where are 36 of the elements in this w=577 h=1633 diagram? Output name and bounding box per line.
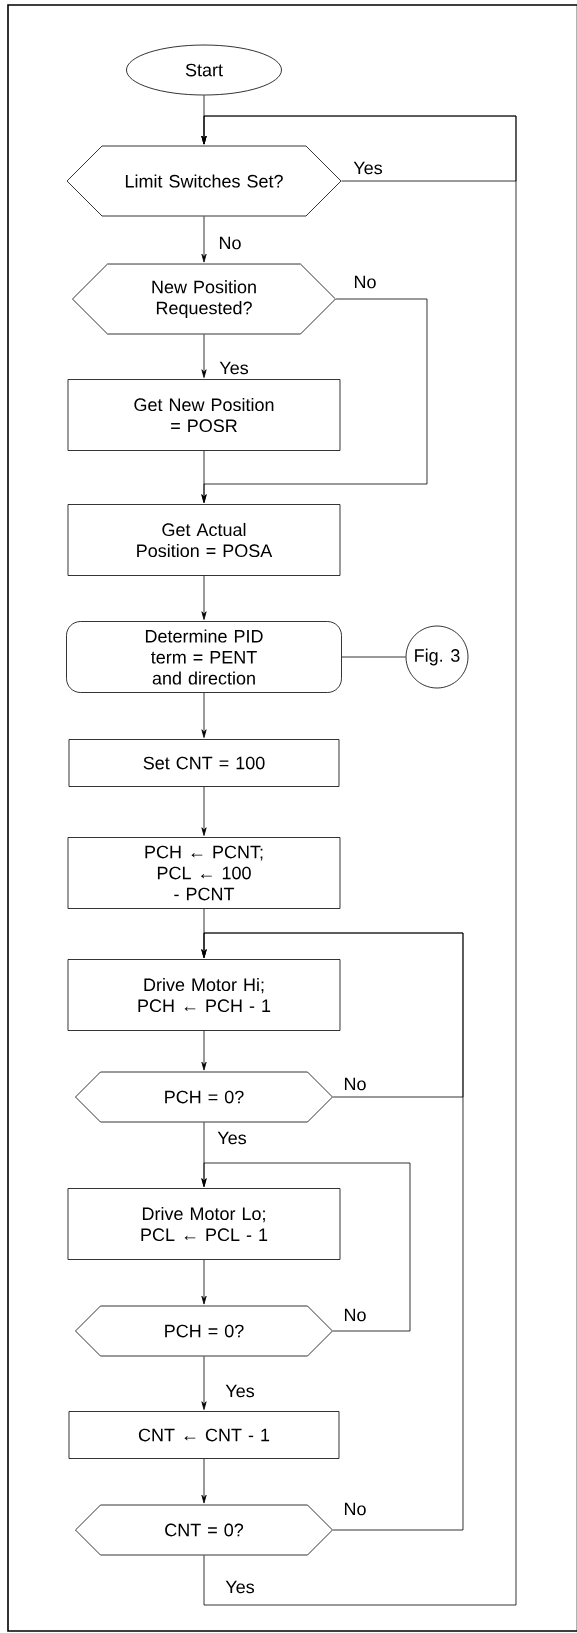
edge-label: No (219, 236, 241, 250)
edge-label: No (354, 275, 376, 289)
edge-label: No (344, 1077, 366, 1091)
edge-label: No (344, 1308, 366, 1322)
edge-label: Yes (353, 161, 383, 175)
rounded-process-box: Determine PID term = PENT and direction (66, 621, 342, 693)
arrow (201, 1162, 411, 1332)
process-box: Get Actual Position = POSA (67, 504, 341, 576)
process-box: Get New Position = POSR (67, 379, 341, 451)
process-box: Drive Motor Hi; PCH ← PCH - 1 (67, 959, 341, 1031)
edge-label: Yes (219, 361, 249, 375)
edge-label: No (344, 1502, 366, 1516)
decision-hexagon: CNT = 0? (75, 1504, 333, 1556)
arrow (201, 575, 207, 620)
decision-hexagon: Limit Switches Set? (66, 145, 342, 217)
arrow (201, 1259, 207, 1305)
arrow (201, 1030, 207, 1071)
arrow (201, 1356, 207, 1410)
process-box: Set CNT = 100 (68, 739, 340, 787)
decision-hexagon: PCH = 0? (75, 1305, 333, 1357)
decision-hexagon: New Position Requested? (72, 263, 336, 335)
edge-label: Yes (217, 1131, 247, 1145)
process-box: CNT ← CNT - 1 (68, 1411, 340, 1459)
decision-hexagon: PCH = 0? (75, 1071, 333, 1123)
arrow (201, 692, 207, 738)
arrow (201, 1458, 207, 1504)
arrow (201, 932, 464, 1531)
arrow (201, 786, 207, 836)
edge-label: Yes (225, 1384, 255, 1398)
process-box: PCH ← PCNT; PCL ← 100 - PCNT (67, 837, 341, 909)
arrow (201, 450, 207, 503)
arrow (201, 216, 207, 263)
process-box: Drive Motor Lo; PCL ← PCL - 1 (67, 1188, 341, 1260)
edge-label: Yes (225, 1580, 255, 1594)
arrow (201, 115, 517, 1606)
arrow (201, 334, 207, 378)
